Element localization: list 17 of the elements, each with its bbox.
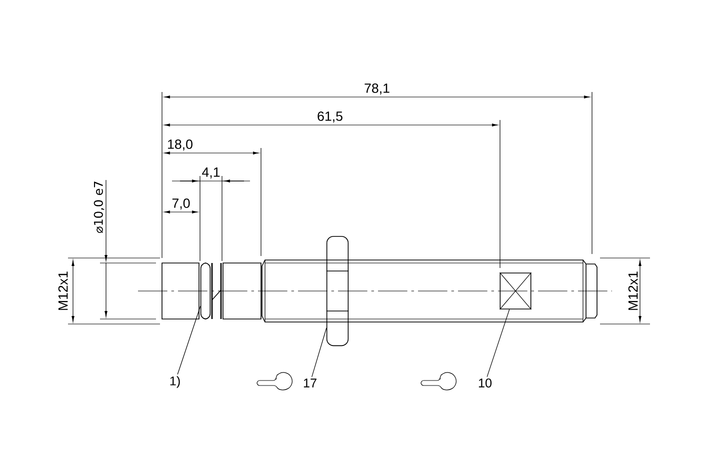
- callout-number: 17: [304, 378, 316, 388]
- dimension-label: M12x1: [58, 272, 68, 310]
- dimension-label: 18,0: [168, 140, 192, 151]
- hex-nut-drawing: [326, 236, 349, 346]
- leader-line: [486, 309, 510, 378]
- dimension-label: 61,5: [318, 112, 342, 123]
- dimension-label: 4,1: [202, 168, 220, 178]
- dimension-label: ⌀10,0 e7: [94, 182, 104, 233]
- dimension-label: 78,1: [364, 84, 390, 95]
- callout-number: 10: [478, 378, 492, 388]
- dimension-label: M12x1: [628, 272, 638, 310]
- dimension-label: 7,0: [172, 198, 190, 210]
- leader-line: [312, 328, 327, 378]
- leader-line: [177, 306, 201, 375]
- callout-number: 1): [170, 376, 180, 388]
- groove-drawing: [200, 262, 211, 320]
- wrench-flat-drawing: [499, 272, 532, 310]
